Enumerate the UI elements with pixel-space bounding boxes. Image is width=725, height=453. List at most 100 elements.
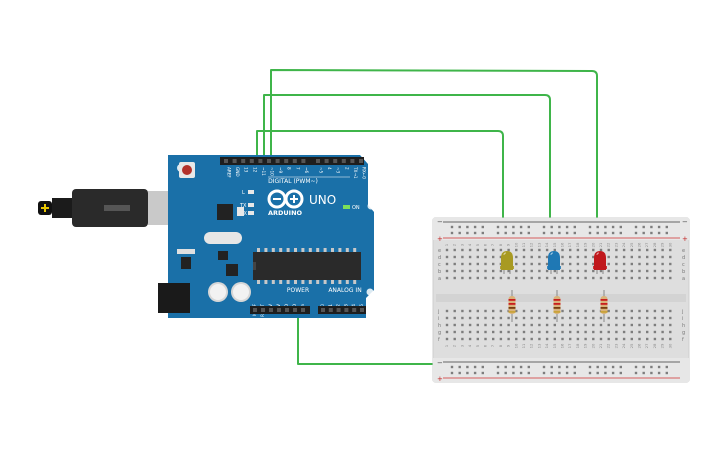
breadboard-hole[interactable] — [545, 255, 549, 259]
breadboard-hole[interactable] — [630, 269, 633, 273]
breadboard-hole[interactable] — [499, 316, 503, 320]
breadboard-hole[interactable] — [576, 262, 580, 266]
rail-hole[interactable] — [611, 365, 615, 369]
breadboard-hole[interactable] — [515, 323, 518, 327]
breadboard-hole[interactable] — [569, 323, 572, 327]
breadboard-hole[interactable] — [622, 255, 626, 259]
rail-hole[interactable] — [604, 225, 607, 229]
breadboard-hole[interactable] — [476, 330, 479, 334]
breadboard-hole[interactable] — [484, 316, 487, 320]
breadboard-hole[interactable] — [638, 276, 641, 280]
breadboard-hole[interactable] — [468, 309, 472, 313]
breadboard-hole[interactable] — [646, 337, 649, 341]
breadboard-hole[interactable] — [607, 316, 610, 320]
breadboard-hole[interactable] — [622, 323, 626, 327]
breadboard-hole[interactable] — [453, 316, 456, 320]
rail-hole[interactable] — [512, 231, 515, 235]
breadboard-hole[interactable] — [661, 330, 664, 334]
breadboard-hole[interactable] — [630, 330, 633, 334]
rail-hole[interactable] — [519, 371, 523, 375]
breadboard-hole[interactable] — [545, 276, 549, 280]
breadboard-hole[interactable] — [484, 337, 487, 341]
rail-hole[interactable] — [512, 371, 515, 375]
breadboard-hole[interactable] — [653, 309, 657, 313]
breadboard-hole[interactable] — [515, 269, 518, 273]
rail-hole[interactable] — [481, 225, 484, 229]
breadboard-hole[interactable] — [515, 330, 518, 334]
breadboard-hole[interactable] — [476, 255, 479, 259]
header-pin-hole[interactable] — [316, 159, 320, 163]
breadboard-hole[interactable] — [607, 330, 610, 334]
breadboard-hole[interactable] — [530, 262, 533, 266]
breadboard-hole[interactable] — [499, 323, 503, 327]
breadboard-hole[interactable] — [515, 309, 518, 313]
breadboard-hole[interactable] — [461, 316, 464, 320]
breadboard-hole[interactable] — [592, 248, 595, 252]
rail-hole[interactable] — [611, 225, 615, 229]
breadboard-hole[interactable] — [468, 323, 472, 327]
breadboard-hole[interactable] — [576, 316, 580, 320]
header-pin-hole[interactable] — [359, 159, 363, 163]
breadboard-hole[interactable] — [584, 276, 587, 280]
breadboard-hole[interactable] — [576, 269, 580, 273]
breadboard-hole[interactable] — [615, 330, 618, 334]
breadboard-hole[interactable] — [522, 255, 526, 259]
header-pin-hole[interactable] — [336, 308, 341, 312]
breadboard-hole[interactable] — [553, 316, 556, 320]
header-pin-hole[interactable] — [258, 159, 263, 163]
breadboard-hole[interactable] — [515, 248, 518, 252]
breadboard-hole[interactable] — [468, 269, 472, 273]
breadboard-hole[interactable] — [453, 255, 456, 259]
led-red[interactable] — [594, 251, 606, 270]
breadboard-hole[interactable] — [530, 337, 533, 341]
breadboard-hole[interactable] — [561, 248, 564, 252]
rail-hole[interactable] — [519, 231, 523, 235]
rail-hole[interactable] — [504, 371, 507, 375]
rail-hole[interactable] — [588, 371, 592, 375]
breadboard-hole[interactable] — [484, 262, 487, 266]
rail-hole[interactable] — [466, 225, 469, 229]
rail-hole[interactable] — [588, 231, 592, 235]
rail-hole[interactable] — [657, 365, 661, 369]
breadboard-hole[interactable] — [584, 316, 587, 320]
breadboard-hole[interactable] — [461, 337, 464, 341]
breadboard-hole[interactable] — [445, 262, 449, 266]
rail-hole[interactable] — [650, 231, 653, 235]
breadboard-hole[interactable] — [476, 316, 479, 320]
breadboard-hole[interactable] — [669, 262, 672, 266]
header-pin-hole[interactable] — [275, 159, 280, 163]
breadboard-hole[interactable] — [576, 276, 580, 280]
breadboard-hole[interactable] — [553, 276, 556, 280]
breadboard-hole[interactable] — [545, 269, 549, 273]
breadboard-hole[interactable] — [445, 276, 449, 280]
breadboard-hole[interactable] — [638, 337, 641, 341]
breadboard-hole[interactable] — [638, 248, 641, 252]
breadboard-hole[interactable] — [545, 248, 549, 252]
breadboard-hole[interactable] — [476, 337, 479, 341]
breadboard-hole[interactable] — [592, 262, 595, 266]
breadboard-hole[interactable] — [445, 330, 449, 334]
breadboard-hole[interactable] — [538, 269, 541, 273]
breadboard-hole[interactable] — [561, 316, 564, 320]
rail-hole[interactable] — [657, 231, 661, 235]
rail-hole[interactable] — [565, 231, 569, 235]
breadboard-hole[interactable] — [653, 323, 657, 327]
breadboard-hole[interactable] — [507, 337, 510, 341]
breadboard-hole[interactable] — [507, 330, 510, 334]
breadboard-hole[interactable] — [445, 269, 449, 273]
breadboard-hole[interactable] — [669, 309, 672, 313]
rail-hole[interactable] — [519, 365, 523, 369]
breadboard-hole[interactable] — [445, 255, 449, 259]
rail-hole[interactable] — [473, 365, 477, 369]
breadboard-hole[interactable] — [615, 262, 618, 266]
breadboard-hole[interactable] — [499, 269, 503, 273]
breadboard-hole[interactable] — [638, 309, 641, 313]
header-pin-hole[interactable] — [301, 308, 305, 312]
breadboard-hole[interactable] — [530, 316, 533, 320]
rail-hole[interactable] — [596, 231, 599, 235]
breadboard-hole[interactable] — [545, 330, 549, 334]
breadboard-hole[interactable] — [615, 248, 618, 252]
breadboard-hole[interactable] — [584, 255, 587, 259]
breadboard-hole[interactable] — [669, 255, 672, 259]
rail-hole[interactable] — [496, 225, 500, 229]
